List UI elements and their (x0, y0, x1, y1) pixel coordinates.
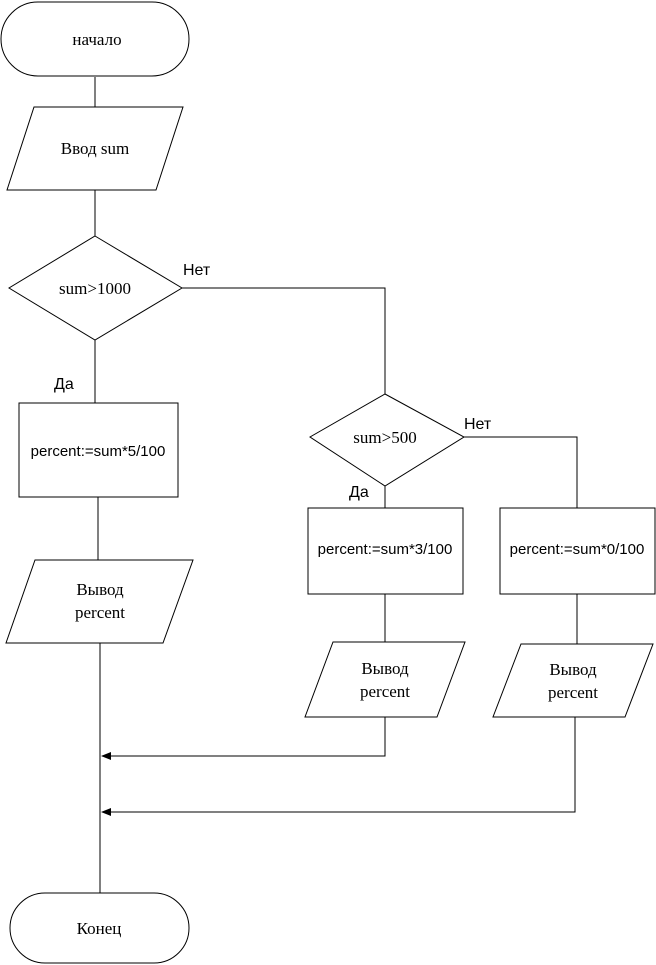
process-percent-3: percent:=sum*3/100 (307, 507, 464, 595)
end-label: Конец (77, 919, 122, 938)
output-1-line2: percent (75, 603, 125, 622)
no-label-1: Нет (183, 262, 211, 279)
output-2-line2: percent (360, 682, 410, 701)
yes-label-2: Да (349, 484, 369, 501)
output-3-line2: percent (548, 683, 598, 702)
decision-1-label: sum>1000 (59, 279, 131, 298)
no-label-2: Нет (464, 416, 492, 433)
end-terminator: Конец (9, 892, 190, 964)
decision-sum-1000: sum>1000 (8, 235, 183, 341)
connector-cond2-no (464, 436, 578, 508)
yes-label-1: Да (54, 376, 74, 393)
decision-2-label: sum>500 (353, 428, 416, 447)
process-percent-0: percent:=sum*0/100 (499, 507, 656, 595)
output-2-line1: Вывод (361, 659, 409, 678)
output-block-2: Вывод percent (304, 641, 466, 718)
decision-sum-500: sum>500 (309, 393, 465, 487)
process-3-label: percent:=sum*0/100 (510, 541, 645, 558)
connectors (94, 77, 578, 893)
input-label: Ввод sum (61, 139, 130, 158)
process-2-label: percent:=sum*3/100 (318, 541, 453, 558)
output-block-3: Вывод percent (492, 643, 654, 718)
output-block-1: Вывод percent (5, 559, 194, 644)
output-1-line1: Вывод (76, 580, 124, 599)
output-3-line1: Вывод (549, 660, 597, 679)
arrow-output2-merge (101, 717, 386, 760)
process-percent-5: percent:=sum*5/100 (18, 402, 179, 498)
connector-cond1-no (182, 287, 386, 394)
process-1-label: percent:=sum*5/100 (31, 443, 166, 460)
start-label: начало (72, 30, 121, 49)
input-block: Ввод sum (6, 106, 184, 191)
start-terminator: начало (0, 1, 190, 77)
arrow-output3-merge (101, 717, 576, 816)
